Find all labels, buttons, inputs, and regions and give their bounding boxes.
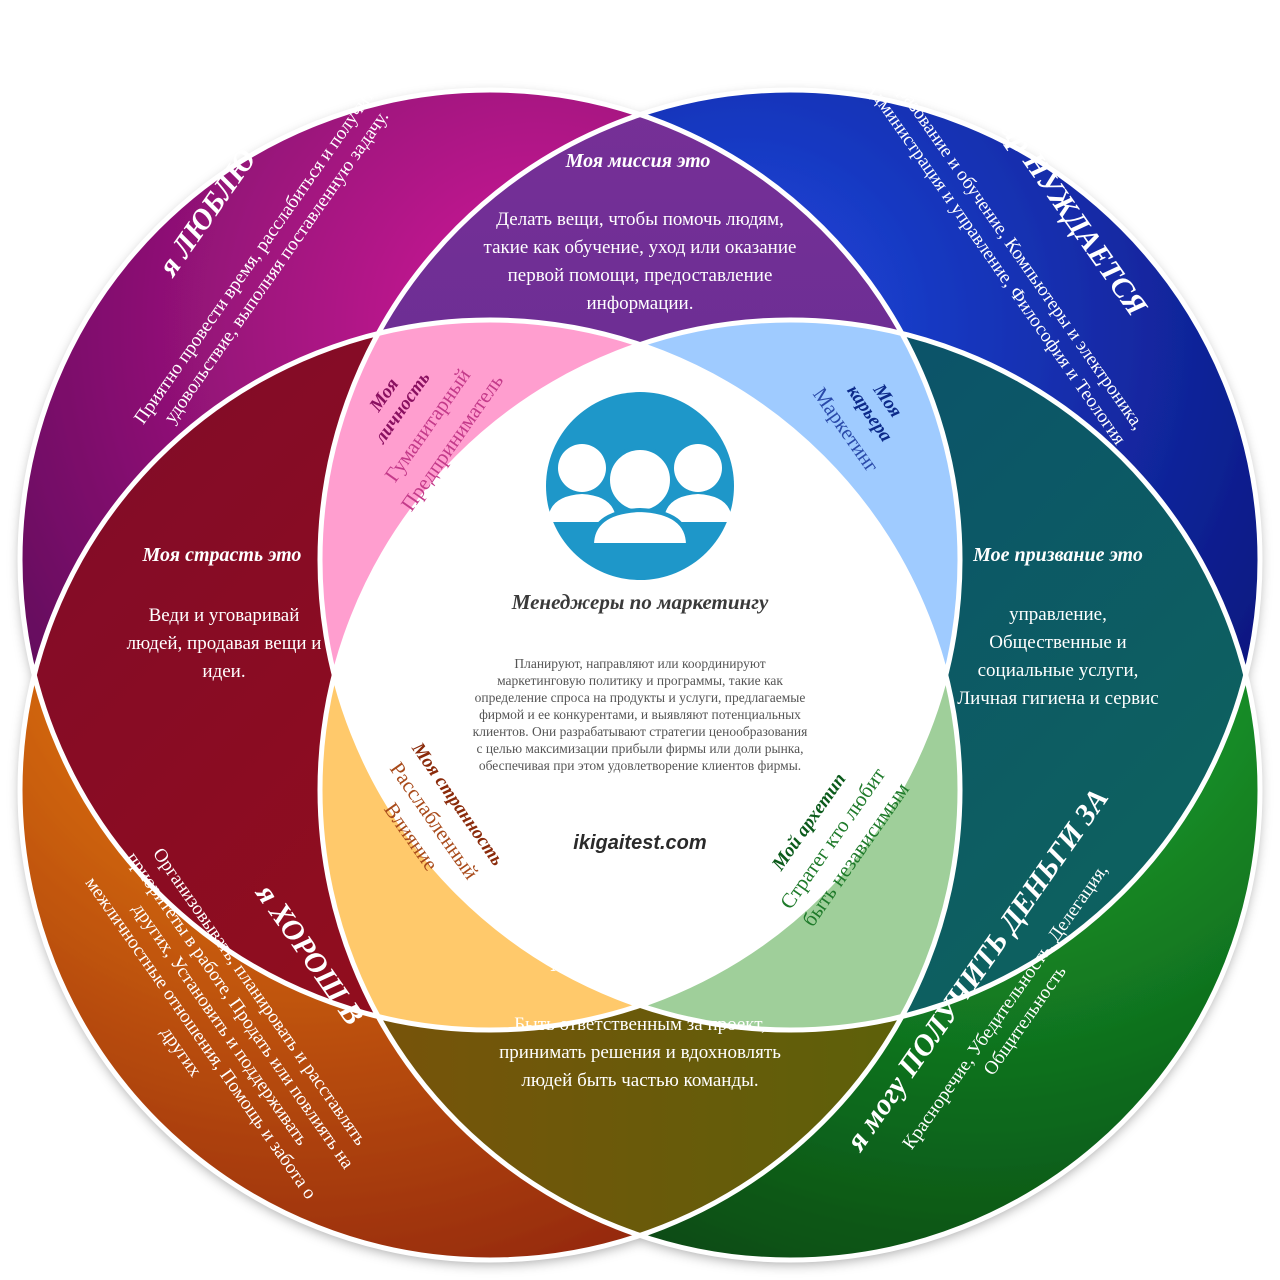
circle-outlines	[17, 87, 1263, 1263]
center-description: Планируют, направляют или координируют м…	[473, 656, 808, 773]
vocation-heading: Мое призвание это	[972, 544, 1143, 566]
vocation-line: Общественные и	[989, 632, 1126, 653]
passion-line: идеи.	[202, 661, 245, 682]
center-title: Менеджеры по маркетингу	[511, 590, 769, 614]
center-line: обеспечивая при этом удовлетворение клие…	[479, 758, 801, 773]
passion-line: людей, продавая вещи и	[127, 633, 322, 654]
passion-heading: Моя страсть это	[142, 544, 302, 566]
profession-line: людей быть частью команды.	[521, 1070, 758, 1091]
mission-line: Делать вещи, чтобы помочь людям,	[496, 209, 784, 230]
center-line: маркетинговую политику и программы, таки…	[497, 673, 783, 688]
profession-heading: Моя профессия это	[550, 954, 725, 976]
center-line: с целью максимизации прибыли фирмы или д…	[476, 741, 803, 756]
site-link[interactable]: ikigaitest.com	[573, 832, 706, 854]
mission-line: такие как обучение, уход или оказание	[484, 237, 797, 258]
mission-heading: Моя миссия это	[565, 150, 711, 172]
center-line: фирмой и ее конкурентами, и выявляют пот…	[479, 707, 801, 722]
vocation-line: социальные услуги,	[978, 660, 1139, 681]
center-line: Планируют, направляют или координируют	[514, 656, 765, 671]
users-group-icon	[546, 392, 734, 580]
profession-line: принимать решения и вдохновлять	[499, 1042, 781, 1063]
center-line: клиентов. Они разрабатывают стратегии це…	[473, 724, 808, 739]
passion-line: Веди и уговаривай	[149, 605, 300, 626]
center-line: определение спроса на продукты и услуги,…	[475, 690, 806, 705]
profession-line: Быть ответственным за проект,	[514, 1014, 766, 1035]
vocation-line: Личная гигиена и сервис	[957, 688, 1159, 709]
vocation-line: управление,	[1009, 604, 1107, 625]
mission-line: информации.	[587, 293, 694, 314]
mission-line: первой помощи, предоставление	[508, 265, 773, 286]
